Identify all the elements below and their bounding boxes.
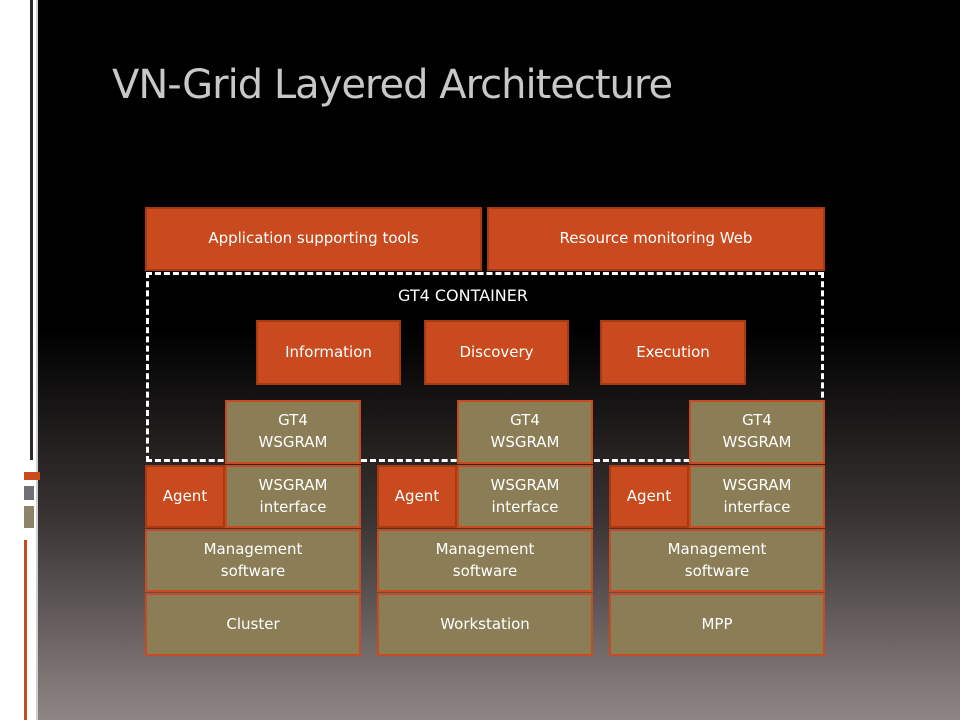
- left-divider-line: [36, 0, 38, 720]
- application-supporting-tools-box: Application supporting tools: [145, 207, 482, 271]
- gt4-wsgram-box-workstation: GT4 WSGRAM: [457, 400, 593, 464]
- resource-box-mpp: MPP: [609, 593, 825, 656]
- management-software-box-mpp: Management software: [609, 529, 825, 592]
- resource-box-cluster: Cluster: [145, 593, 361, 656]
- discovery-service-box: Discovery: [424, 320, 569, 385]
- resource-box-workstation: Workstation: [377, 593, 593, 656]
- decor-bar-tan: [24, 506, 34, 528]
- wsgram-interface-box-workstation: WSGRAM interface: [457, 465, 593, 528]
- decor-bar-gray: [24, 486, 34, 500]
- resource-monitoring-web-box: Resource monitoring Web: [487, 207, 825, 271]
- decor-bar-dark: [30, 0, 33, 460]
- agent-box-cluster: Agent: [145, 465, 225, 528]
- management-software-box-cluster: Management software: [145, 529, 361, 592]
- agent-box-mpp: Agent: [609, 465, 689, 528]
- wsgram-interface-box-cluster: WSGRAM interface: [225, 465, 361, 528]
- agent-box-workstation: Agent: [377, 465, 457, 528]
- gt4-wsgram-box-mpp: GT4 WSGRAM: [689, 400, 825, 464]
- execution-service-box: Execution: [600, 320, 746, 385]
- wsgram-interface-box-mpp: WSGRAM interface: [689, 465, 825, 528]
- management-software-box-workstation: Management software: [377, 529, 593, 592]
- decor-bar-orange-bottom: [24, 540, 27, 720]
- information-service-box: Information: [256, 320, 401, 385]
- gt4-wsgram-box-cluster: GT4 WSGRAM: [225, 400, 361, 464]
- slide-title: VN-Grid Layered Architecture: [112, 62, 673, 108]
- gt4-container-label: GT4 CONTAINER: [398, 286, 528, 305]
- decor-bar-orange: [24, 472, 40, 480]
